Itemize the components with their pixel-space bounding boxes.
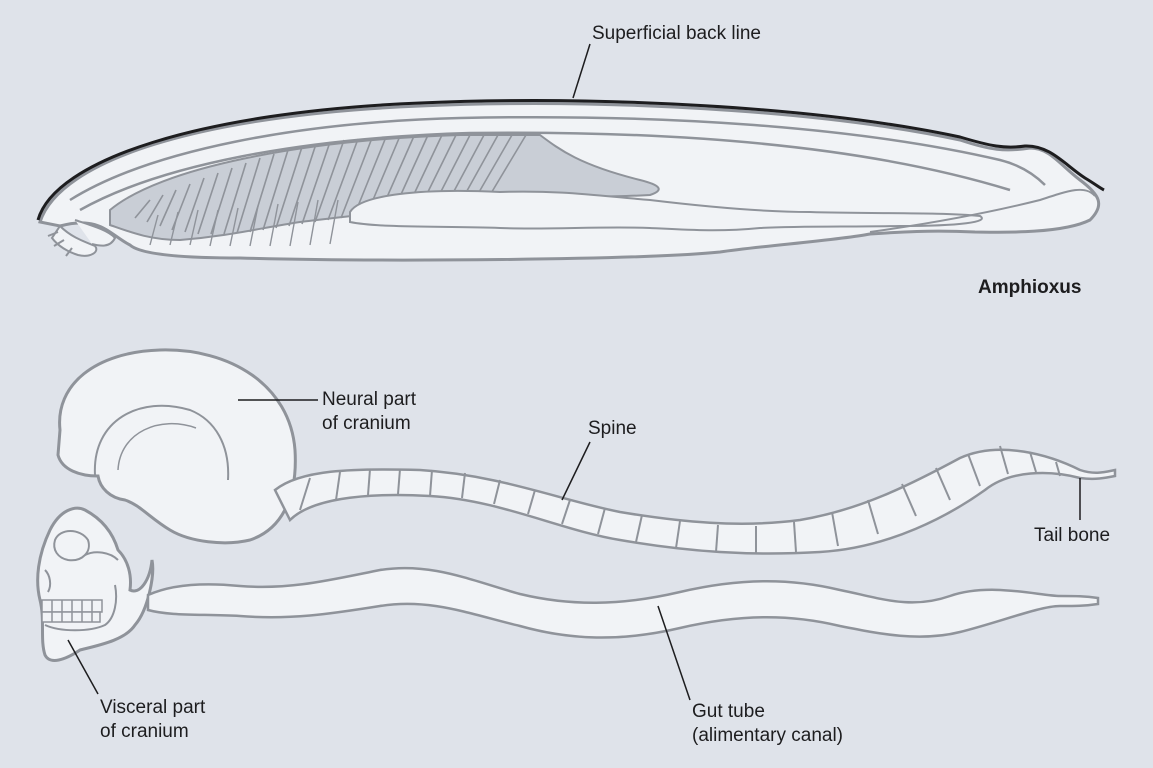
- mandible: [44, 584, 118, 632]
- notochord: [79, 131, 1011, 212]
- visceral-part-line-2: of cranium: [100, 721, 189, 742]
- gut-tube-label: Gut tube (alimentary canal): [692, 700, 843, 748]
- cheekbone: [84, 551, 119, 561]
- neural-part-line-1: Neural part: [322, 389, 416, 410]
- amphioxus-figure: [36, 43, 1105, 262]
- visceral-part-leader: [67, 639, 99, 695]
- spine-leader: [561, 441, 591, 501]
- amphioxus-gut: [349, 189, 983, 232]
- amphioxus-label: Amphioxus: [978, 277, 1082, 298]
- tail-bone-label: Tail bone: [1034, 525, 1111, 546]
- spine-label: Spine: [588, 418, 637, 439]
- cranium-curve-2: [117, 423, 197, 471]
- vertebrae: [299, 445, 1061, 554]
- gut-tube: [146, 566, 1100, 639]
- superficial-back-line: [36, 99, 1105, 221]
- teeth: [41, 599, 103, 623]
- gill-rays-lower: [149, 199, 339, 247]
- neural-cranium: [56, 348, 297, 545]
- spine-figure: [238, 399, 1117, 555]
- neural-part-line-2: of cranium: [322, 413, 411, 434]
- nasal-cavity: [44, 569, 52, 593]
- visceral-part-line-1: Visceral part: [100, 697, 206, 718]
- tail-fin: [869, 188, 1096, 233]
- visceral-part-label: Visceral part of cranium: [100, 696, 205, 744]
- gut-tube-leader: [657, 605, 691, 701]
- skull-figure: [36, 348, 297, 662]
- gut-tube-line-2: (alimentary canal): [692, 725, 843, 746]
- spine-body: [273, 448, 1117, 555]
- gut-tube-figure: [67, 566, 1100, 701]
- dorsal-nerve-cord: [69, 115, 1046, 202]
- visceral-cranium: [36, 506, 155, 662]
- eye-socket: [53, 530, 90, 562]
- cranium-inner-curve: [93, 404, 230, 481]
- gut-tube-line-1: Gut tube: [692, 701, 765, 722]
- oral-cirri: [47, 219, 117, 257]
- neural-part-label: Neural part of cranium: [322, 388, 416, 436]
- superficial-back-line-leader: [572, 43, 591, 99]
- superficial-back-line-label: Superficial back line: [592, 23, 761, 44]
